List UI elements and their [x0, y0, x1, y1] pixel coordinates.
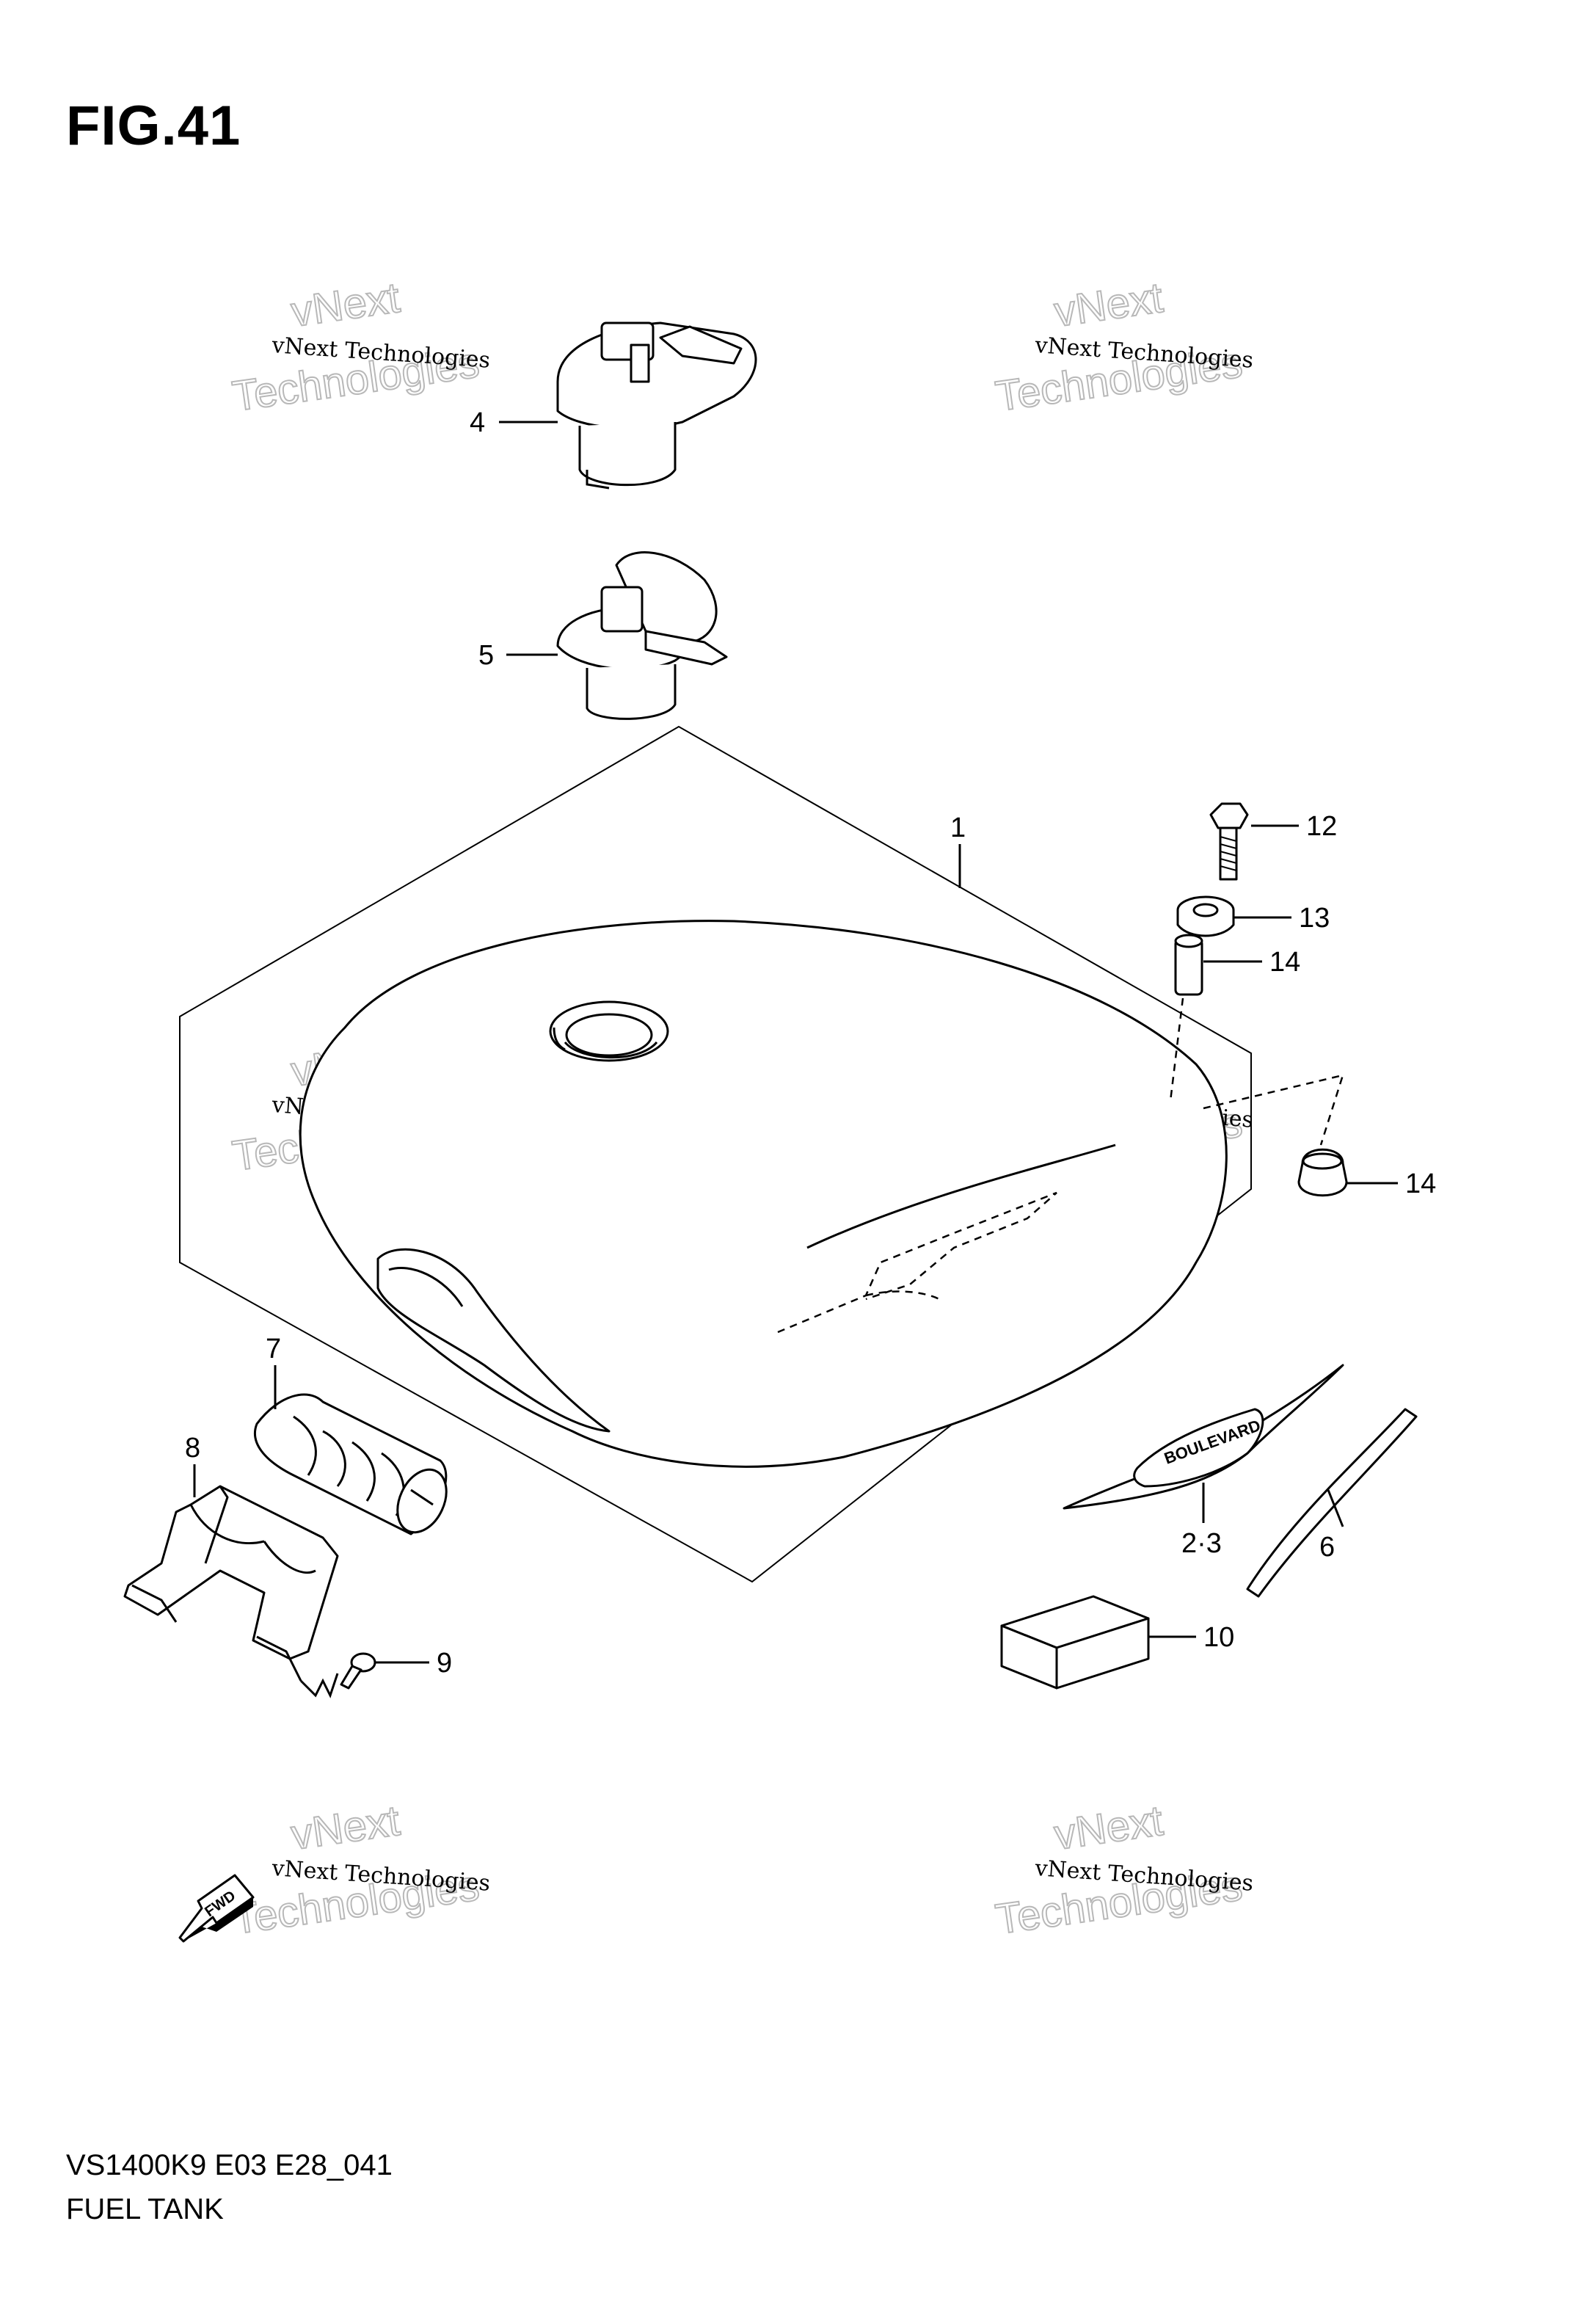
callout-12: 13 — [1299, 903, 1330, 934]
watermark: vNext Technologies vNext Technologies — [992, 273, 1254, 421]
watermark-big-top: vNext — [288, 274, 403, 336]
watermark-big-top: vNext — [1052, 1797, 1166, 1859]
watermark-big-top: vNext — [288, 1797, 403, 1859]
watermark: vNext Technologies vNext Technologies — [229, 273, 491, 421]
part-1-fuel-tank — [299, 920, 1228, 1468]
part-13-spacer — [1174, 934, 1203, 996]
part-7-cushion — [253, 1393, 448, 1535]
watermark-big-top: vNext — [1052, 274, 1166, 336]
callout-1: 1 — [950, 813, 966, 843]
callout-4: 4 — [470, 407, 485, 438]
part-6-trim-strip — [1246, 1408, 1418, 1598]
part-8-bracket — [123, 1485, 339, 1698]
callout-11: 12 — [1306, 811, 1337, 842]
callout-14: 14 — [1405, 1168, 1436, 1199]
figure-title: FIG.41 — [66, 95, 241, 157]
part-11-bolt — [1209, 802, 1249, 881]
watermark: vNext Technologies vNext Technologies — [229, 1796, 491, 1944]
callout-13: 14 — [1269, 947, 1300, 978]
callout-9: 9 — [437, 1648, 452, 1679]
callout-8: 8 — [185, 1433, 200, 1464]
callout-10: 10 — [1203, 1622, 1234, 1653]
part-9-screw — [340, 1652, 376, 1690]
callout-2-3: 2·3 — [1181, 1528, 1222, 1559]
forward-direction-arrow: FWD — [178, 1874, 255, 1943]
part-14-grommet — [1297, 1148, 1348, 1197]
callout-6: 6 — [1319, 1532, 1335, 1563]
section-name: FUEL TANK — [66, 2193, 224, 2225]
part-12-cushion — [1176, 895, 1235, 937]
part-10-pad — [1000, 1595, 1150, 1690]
callout-5: 5 — [478, 640, 494, 671]
assembly-line-13 — [1169, 997, 1184, 1102]
assembly-line-14 — [1203, 1074, 1344, 1146]
part-4-fuel-cap — [556, 321, 757, 490]
assembly-boundary — [179, 725, 1252, 1583]
model-code: VS1400K9 E03 E28_041 — [66, 2149, 393, 2181]
leader-6 — [1327, 1489, 1344, 1527]
callout-7: 7 — [266, 1334, 281, 1364]
watermark: vNext Technologies vNext Technologies — [992, 1796, 1254, 1944]
part-5-fuel-cap — [556, 551, 728, 720]
